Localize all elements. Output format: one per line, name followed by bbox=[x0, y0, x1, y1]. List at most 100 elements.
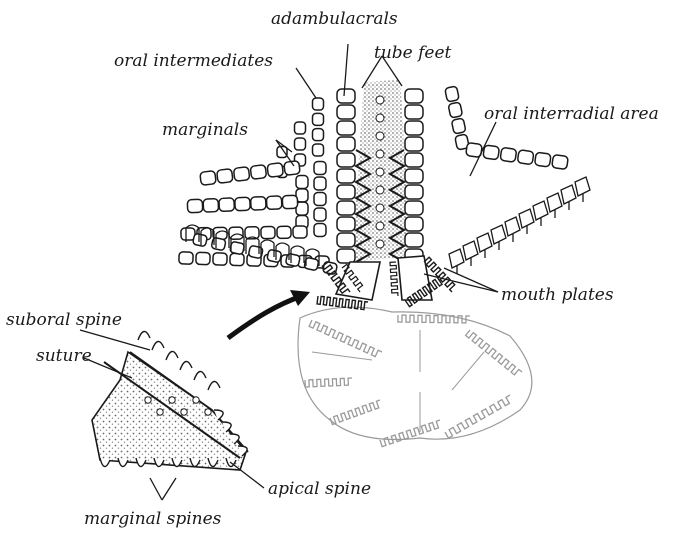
interradial-plate bbox=[517, 150, 534, 165]
leader-line bbox=[230, 462, 264, 488]
tube-foot bbox=[376, 240, 384, 248]
marginal-plate bbox=[282, 195, 298, 209]
pore bbox=[145, 397, 151, 403]
oral-intermediate-plate bbox=[313, 113, 324, 125]
interradial-plate bbox=[500, 147, 517, 162]
interradial-plate bbox=[448, 102, 463, 118]
adambulacral-plate bbox=[337, 217, 355, 231]
adambulacral-plate bbox=[337, 137, 355, 151]
oral-intermediate-plate bbox=[313, 129, 324, 141]
suboral-spine bbox=[166, 351, 178, 360]
marginal-plate bbox=[250, 165, 266, 180]
marginal-plate bbox=[230, 241, 245, 254]
suboral-spine bbox=[138, 331, 150, 340]
leader-line bbox=[296, 68, 316, 98]
edge-plate bbox=[463, 241, 478, 266]
label-oral-intermediates: oral intermediates bbox=[114, 51, 273, 71]
adambulacral-plate bbox=[337, 185, 355, 199]
tube-foot bbox=[376, 114, 384, 122]
edge-plate bbox=[449, 249, 464, 274]
marginal-plate bbox=[179, 252, 193, 264]
adambulacral-plate bbox=[405, 217, 423, 231]
adambulacral-plate bbox=[337, 249, 355, 263]
suboral-spine bbox=[152, 341, 164, 350]
mouth-plate-teeth bbox=[390, 262, 398, 296]
tube-foot bbox=[376, 186, 384, 194]
marginal-plate bbox=[285, 253, 300, 266]
marginal-plate bbox=[192, 233, 207, 246]
faint-comb bbox=[305, 378, 352, 387]
adambulacral-plate bbox=[337, 105, 355, 119]
pore bbox=[157, 409, 163, 415]
oral-intermediate-plate bbox=[295, 138, 306, 150]
tube-foot bbox=[376, 132, 384, 140]
interradial-plate bbox=[445, 86, 460, 102]
tube-foot bbox=[376, 150, 384, 158]
marginal-plate bbox=[200, 171, 216, 186]
leader-line bbox=[150, 478, 162, 500]
pore bbox=[193, 397, 199, 403]
edge-plate bbox=[491, 225, 506, 250]
label-adambulacrals: adambulacrals bbox=[271, 9, 398, 29]
arrow-icon bbox=[228, 296, 302, 338]
edge-plate bbox=[575, 177, 590, 202]
label-marginal-spines: marginal spines bbox=[84, 509, 221, 529]
adambulacral-plate bbox=[405, 169, 423, 183]
oral-intermediate-plate bbox=[314, 208, 326, 221]
interradial-plate bbox=[483, 145, 500, 160]
leader-line bbox=[344, 44, 348, 96]
mouth-plate-inset bbox=[92, 331, 248, 470]
adambulacral-plate bbox=[337, 201, 355, 215]
pore bbox=[169, 397, 175, 403]
edge-plate bbox=[533, 201, 548, 226]
marginal-plate bbox=[230, 253, 244, 265]
marginal-plate bbox=[251, 197, 267, 211]
marginal-plate bbox=[211, 237, 226, 250]
oral-intermediate-plate bbox=[314, 193, 326, 206]
edge-plate bbox=[561, 185, 576, 210]
marginal-plate bbox=[219, 198, 235, 212]
adambulacral-plate bbox=[337, 89, 355, 103]
adambulacral-plate bbox=[337, 169, 355, 183]
tube-foot bbox=[376, 222, 384, 230]
leader-line bbox=[162, 478, 176, 500]
marginal-plate bbox=[293, 226, 307, 238]
oral-intermediate-plate bbox=[314, 224, 326, 237]
adambulacral-plate bbox=[337, 233, 355, 247]
adambulacral-plate bbox=[337, 121, 355, 135]
marginal-plate bbox=[203, 199, 219, 213]
faint-mouth-ring bbox=[298, 307, 532, 446]
edge-plate bbox=[477, 233, 492, 258]
marginal-plate bbox=[267, 163, 283, 178]
faint-suture bbox=[312, 352, 372, 360]
faint-comb bbox=[309, 320, 382, 357]
faint-comb bbox=[398, 315, 470, 323]
marginal-plate bbox=[266, 196, 282, 210]
label-mouth-plates: mouth plates bbox=[501, 285, 614, 305]
tube-foot bbox=[376, 96, 384, 104]
interradial-plate bbox=[534, 152, 551, 167]
pore bbox=[181, 409, 187, 415]
suboral-spine bbox=[194, 371, 206, 380]
marginal-plate bbox=[217, 169, 233, 184]
central-arm bbox=[317, 80, 455, 310]
oral-intermediate-plate bbox=[313, 144, 324, 156]
interradial-plate bbox=[451, 118, 466, 134]
adambulacral-plate bbox=[405, 201, 423, 215]
faint-suture bbox=[452, 352, 484, 390]
faint-comb bbox=[330, 400, 380, 425]
tube-foot bbox=[376, 204, 384, 212]
adambulacral-plate bbox=[405, 121, 423, 135]
pore bbox=[205, 409, 211, 415]
oral-intermediate-plate bbox=[313, 98, 324, 110]
oral-intermediate-plate bbox=[296, 176, 308, 189]
marginal-plate bbox=[196, 252, 210, 264]
oral-intermediate-plate bbox=[314, 177, 326, 190]
edge-plate bbox=[547, 193, 562, 218]
adambulacral-plate bbox=[405, 153, 423, 167]
tube-foot bbox=[376, 168, 384, 176]
suboral-spine bbox=[208, 381, 220, 390]
adambulacral-plate bbox=[405, 137, 423, 151]
oral-intermediate-plate bbox=[314, 162, 326, 175]
